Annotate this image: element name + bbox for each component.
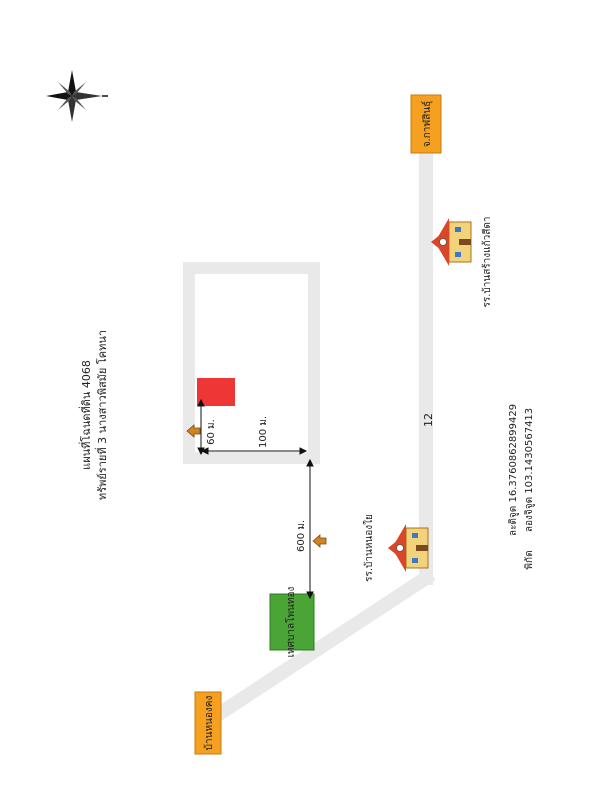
compass-icon — [46, 70, 108, 122]
kalasin-text: จ.กาฬสินธุ์ — [421, 101, 433, 148]
ban-nong-kong-label: บ้านหนองคง — [194, 691, 222, 755]
coordinates-block: พิกัด ละติจูด 16.3760862899429 ลองจิจูด … — [508, 404, 535, 570]
loop-road — [183, 262, 320, 464]
distance-100: 100 ม. — [258, 416, 269, 448]
school-top-label: รร.บ้านสร้างแก้วสีดา — [481, 216, 493, 307]
latitude-text: ละติจูด 16.3760862899429 — [508, 404, 519, 536]
title-line-1: แผนที่โฉนดที่ดิน 4068 — [78, 360, 93, 470]
distance-600: 600 ม. — [296, 520, 307, 552]
arrow-icon — [312, 534, 327, 548]
arrow-icon — [186, 424, 201, 438]
title-line-2: ทรัพย์รายที่ 3 นางสาวพิสมัย โคทนา — [94, 330, 109, 500]
land-plot — [197, 378, 235, 406]
longitude-text: ลองจิจูด 103.1430567413 — [524, 408, 535, 532]
distance-60: 60 ม. — [206, 419, 217, 445]
kalasin-label: จ.กาฬสินธุ์ — [410, 94, 442, 154]
diagonal-road — [212, 568, 436, 722]
map-title: แผนที่โฉนดที่ดิน 4068 ทรัพย์รายที่ 3 นาง… — [78, 330, 109, 500]
municipality-box: เทศบาลโพนทอง — [269, 587, 315, 658]
distance-lines — [197, 398, 314, 600]
road-number: 12 — [422, 413, 435, 427]
school-mid-label: รร.บ้านหนองใย — [363, 514, 375, 582]
municipality-text: เทศบาลโพนทอง — [284, 587, 297, 658]
school-icon — [388, 524, 429, 572]
ban-nong-kong-text: บ้านหนองคง — [203, 696, 215, 751]
roads — [183, 141, 436, 722]
coordinates-label: พิกัด — [524, 550, 535, 569]
school-icon — [431, 218, 472, 266]
